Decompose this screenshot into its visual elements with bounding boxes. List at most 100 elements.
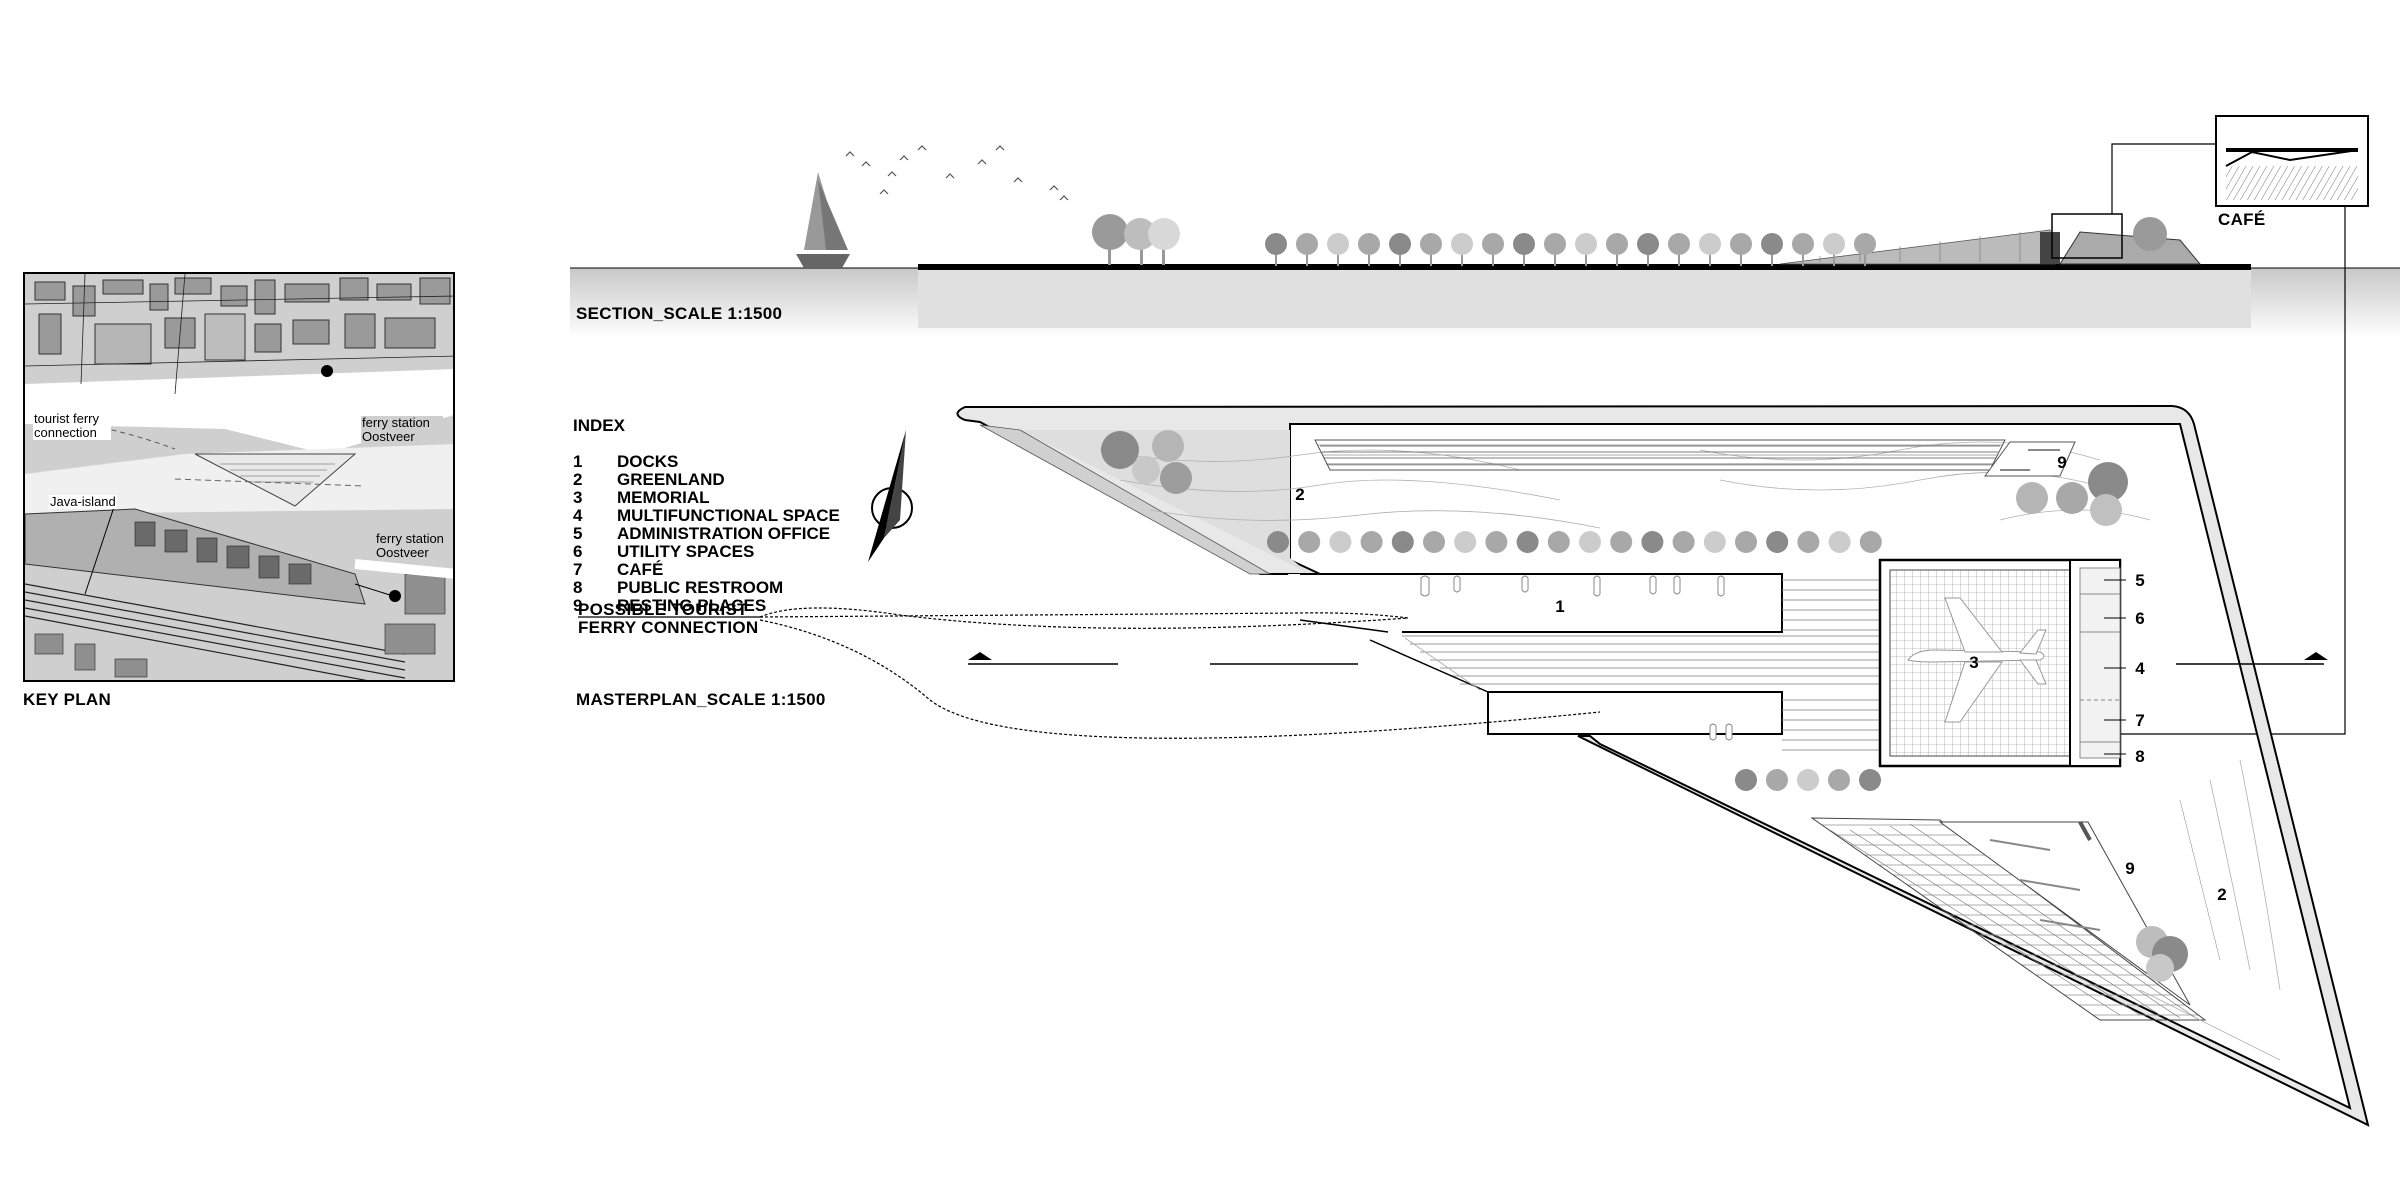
tree [1637, 233, 1659, 255]
marker-memorial: 3 [1969, 653, 1978, 672]
marker-admin: 5 [2135, 571, 2144, 590]
marker-resting-south: 9 [2125, 859, 2134, 878]
tree [1792, 233, 1814, 255]
tree [1454, 531, 1477, 553]
index-item-number: 9 [573, 596, 583, 615]
tree [1699, 233, 1721, 255]
index-item-number: 2 [573, 470, 583, 489]
tree [1265, 233, 1287, 255]
ferry-connection-label-line1: POSSIBLE TOURIST [578, 600, 748, 619]
tree [1730, 233, 1752, 255]
tree [1391, 531, 1414, 553]
tree [1267, 531, 1289, 553]
index-item: 6 UTILITY SPACES [573, 542, 754, 561]
section-trees [1092, 214, 2167, 266]
key-plan-map-drawing [25, 274, 453, 680]
ferry-connection-label-line2: FERRY CONNECTION [578, 618, 759, 637]
index-item-number: 8 [573, 578, 583, 597]
tree [1797, 531, 1820, 553]
index-item: 3 MEMORIAL [573, 488, 710, 507]
tree [1547, 531, 1570, 553]
bird-icons [845, 145, 1069, 201]
tree [1854, 233, 1876, 255]
marker-restroom: 8 [2135, 747, 2144, 766]
tree [1606, 233, 1628, 255]
key-label-tourist-ferry: tourist ferry connection [33, 412, 111, 440]
tree [1516, 531, 1539, 553]
tree [1672, 531, 1695, 553]
index-item-name: ADMINISTRATION OFFICE [617, 524, 831, 543]
cafe-callout-label: CAFÉ [2218, 210, 2266, 229]
tree [1761, 233, 1783, 255]
index-item-number: 6 [573, 542, 583, 561]
marker-multifunctional: 4 [2135, 659, 2145, 678]
tree [1327, 233, 1349, 255]
tree [1329, 531, 1352, 553]
marker-utility: 6 [2135, 609, 2144, 628]
tree [1296, 233, 1318, 255]
index-item-name: GREENLAND [617, 470, 725, 489]
tree [1513, 233, 1535, 255]
index-item: 5 ADMINISTRATION OFFICE [573, 524, 830, 543]
index-item-number: 1 [573, 452, 583, 471]
index-item-number: 5 [573, 524, 583, 543]
sailboat-icon [796, 172, 850, 268]
masterplan-title: MASTERPLAN_SCALE 1:1500 [576, 690, 826, 709]
tree [1859, 769, 1881, 791]
tree [1485, 531, 1508, 553]
tree [1766, 769, 1788, 791]
tree [1575, 233, 1597, 255]
tree [1735, 769, 1757, 791]
index-item-name: RESTING PLACES [617, 596, 767, 615]
tree [1859, 531, 1882, 553]
marker-greenland-north: 2 [1295, 485, 1304, 504]
index-item: 4 MULTIFUNCTIONAL SPACE [573, 506, 840, 525]
docked-boats [1420, 575, 1733, 741]
index-item-name: PUBLIC RESTROOM [617, 578, 784, 597]
index-item-name: DOCKS [617, 452, 679, 471]
marker-greenland-south: 2 [2217, 885, 2226, 904]
tree [1420, 233, 1442, 255]
section-title: SECTION_SCALE 1:1500 [576, 304, 783, 323]
tree [1766, 531, 1789, 553]
tree [1610, 531, 1633, 553]
tree [1641, 531, 1664, 553]
tree [1482, 233, 1504, 255]
key-label-java-island: Java-island [49, 494, 117, 509]
index-item: 2 GREENLAND [573, 470, 725, 489]
airplane-icon [1907, 597, 2047, 723]
tree [1389, 233, 1411, 255]
tree [1797, 769, 1819, 791]
index-item-name: MEMORIAL [617, 488, 710, 507]
index-item: 9 RESTING PLACES [573, 596, 766, 615]
key-label-ferry-station-top: ferry station Oostveer [361, 416, 443, 444]
tree [1828, 531, 1851, 553]
tree [1451, 233, 1473, 255]
ferry-route [759, 607, 1601, 739]
index-item-name: CAFÉ [617, 560, 664, 579]
marker-resting-north: 9 [2057, 453, 2066, 472]
tree [1423, 531, 1445, 553]
key-label-ferry-station-bottom: ferry station Oostveer [375, 532, 453, 560]
north-arrow-icon [868, 430, 913, 562]
index-item-number: 3 [573, 488, 583, 507]
tree [1544, 233, 1566, 255]
tree [1360, 531, 1383, 553]
index-list: 1 DOCKS 2 GREENLAND 3 MEMORIAL 4 MULTIFUNCTIONA… [573, 452, 840, 615]
index-item-name: MULTIFUNCTIONAL SPACE [617, 506, 840, 525]
cafe-callout [2051, 115, 2369, 735]
key-plan-map: tourist ferry connection ferry station O… [23, 272, 455, 682]
marker-docks: 1 [1555, 597, 1564, 616]
key-plan-title: KEY PLAN [23, 690, 112, 709]
tree [1735, 531, 1757, 553]
tree [1668, 233, 1690, 255]
tree [1298, 531, 1321, 553]
index-item-name: UTILITY SPACES [617, 542, 755, 561]
tree [1828, 769, 1850, 791]
marker-cafe: 7 [2135, 711, 2144, 730]
index-item-number: 4 [573, 506, 583, 525]
masterplan [578, 404, 2370, 1127]
